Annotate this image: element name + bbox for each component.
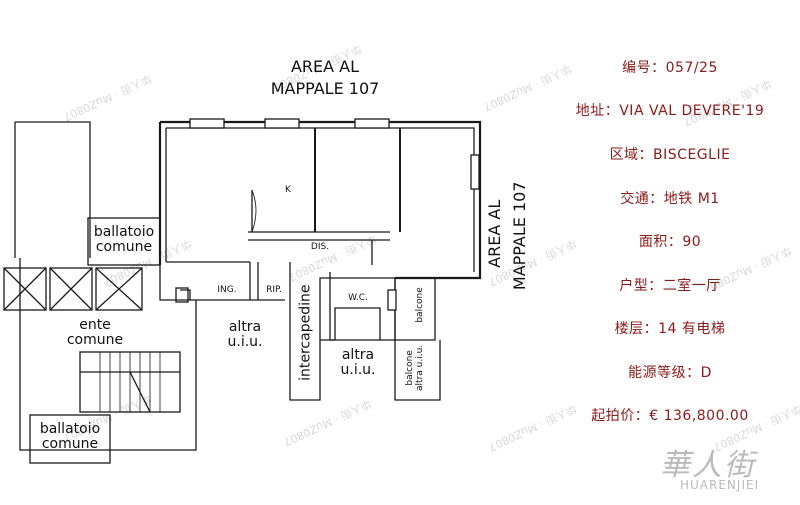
- huarenjie-logo: 華人街 HUARENJIEI: [650, 440, 790, 500]
- listing-info-panel: 编号：057/25 地址：VIA VAL DEVERE'19 区域：BISCEG…: [540, 0, 800, 505]
- area-label-right: AREA AL: [485, 179, 505, 289]
- ing-label: ING.: [217, 285, 237, 295]
- area-label-right-line2: MAPPALE 107: [510, 181, 530, 291]
- rip-label: RIP.: [266, 285, 282, 295]
- info-code: 编号：057/25: [622, 60, 718, 76]
- area-label-right-2: MAPPALE 107: [510, 171, 530, 301]
- balcone-altra-label: balcone altra u.i.u.: [405, 338, 426, 398]
- info-transport: 交通：地铁 M1: [620, 191, 720, 207]
- logo-script-text: 華人街: [660, 448, 756, 483]
- info-starting-price: 起拍价：€ 136,800.00: [591, 408, 749, 424]
- ballatoio-bottom-line2: comune: [41, 436, 99, 453]
- info-address: 地址：VIA VAL DEVERE'19: [575, 103, 765, 119]
- area-label-top-2: MAPPALE 107: [255, 80, 395, 98]
- area-label-right-line1: AREA AL: [485, 199, 505, 268]
- floor-plan: AREA AL MAPPALE 107 AREA AL MAPPALE 107 …: [3, 58, 530, 464]
- info-energy-class: 能源等级：D: [628, 365, 712, 381]
- area-label-top: AREA AL: [270, 58, 380, 76]
- info-layout: 户型：二室一厅: [619, 278, 721, 294]
- ballatoio-bottom-line1: ballatoio: [39, 421, 101, 437]
- balcone-right-label: balcone: [415, 287, 426, 323]
- floor-plan-drawing: [3, 118, 482, 464]
- altra-uiu-1-line1: altra: [228, 319, 262, 335]
- balcone-altra-line2: altra u.i.u.: [415, 344, 425, 391]
- altra-uiu-2-line1: altra: [341, 347, 375, 363]
- wc-label: W.C.: [348, 293, 368, 303]
- ballatoio-top-line1: ballatoio: [93, 224, 155, 240]
- area-label-top-line2: MAPPALE 107: [270, 79, 380, 98]
- kitchen-label: K: [285, 185, 291, 195]
- info-area: 面积：90: [638, 234, 702, 250]
- area-label-top-line1: AREA AL: [290, 57, 360, 76]
- altra-uiu-1-line2: u.i.u.: [227, 334, 263, 351]
- ente-line2: comune: [66, 332, 124, 349]
- ballatoio-bottom-label: ballatoio comune: [30, 421, 110, 453]
- ente-line1: ente: [79, 317, 111, 333]
- info-floor: 楼层：14 有电梯: [614, 321, 726, 337]
- altra-uiu-1-label: altra u.i.u.: [215, 319, 275, 351]
- ente-comune-label: ente comune: [50, 317, 140, 349]
- dis-label: DIS.: [310, 242, 330, 252]
- logo-wordmark: HUARENJIEI: [680, 478, 760, 492]
- intercapedine-label: intercapedine: [297, 284, 314, 381]
- altra-uiu-2-label: altra u.i.u.: [328, 347, 388, 379]
- ballatoio-top-label: ballatoio comune: [88, 224, 160, 256]
- ballatoio-top-line2: comune: [95, 239, 153, 256]
- altra-uiu-2-line2: u.i.u.: [340, 362, 376, 379]
- info-zone: 区域：BISCEGLIE: [609, 147, 731, 163]
